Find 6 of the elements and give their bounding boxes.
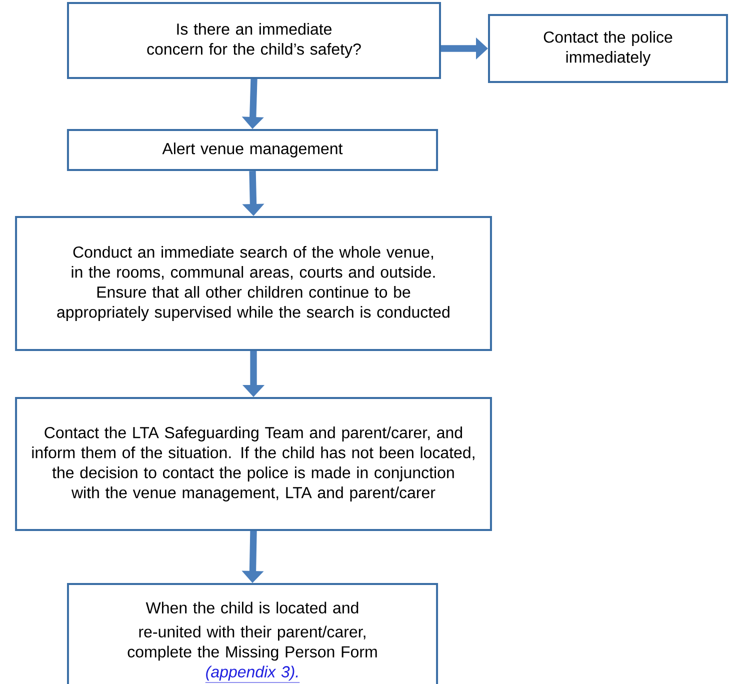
process-box: Contact the LTA Safeguarding Team and parent/carer, and inform them of the situation. If the child has not been located, the decision to contact the police is made in conjunction with the venue management, LTA and parent/carer [15,397,492,531]
process-box: Contact the police immediately [488,14,728,83]
process-box: Conduct an immediate search of the whole venue, in the rooms, communal areas, courts and outside. Ensure that all other children continue to be appropriately supervised while the search is conducted [15,216,492,352]
process-box: When the child is located and re-united with their parent/carer, complete the Missing Person Form (appendix 3). [66,583,438,684]
process-box: Alert venue management [66,129,438,171]
process-box: Is there an immediate concern for the child’s safety? [67,2,441,79]
